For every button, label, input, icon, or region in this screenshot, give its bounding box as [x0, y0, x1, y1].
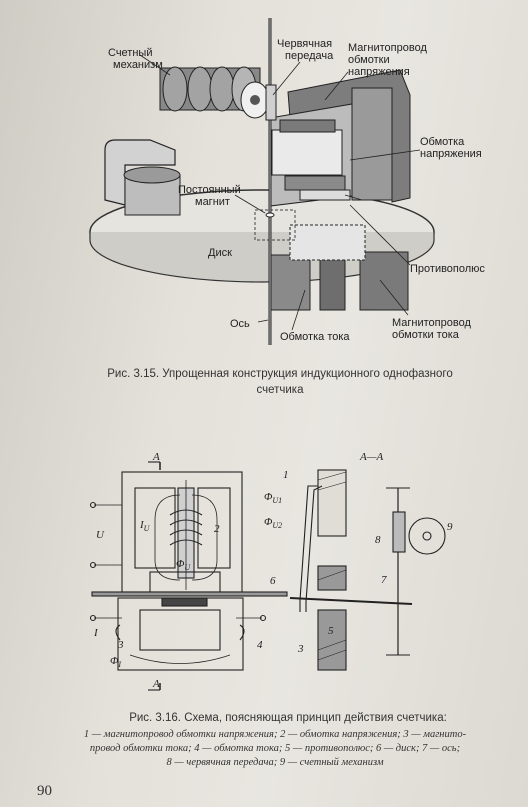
label-pole: Противополюс: [410, 263, 485, 275]
caption-fig-3-16: Рис. 3.16. Схема, поясняющая принцип дей…: [129, 712, 447, 724]
label-n6: 6: [270, 575, 276, 587]
label-n9: 9: [447, 521, 453, 533]
label-section-a-bottom: А: [152, 678, 160, 690]
label-n7: 7: [381, 574, 387, 586]
counter-drum-group: [159, 66, 270, 119]
caption-fig-3-15: Рис. 3.15. Упрощенная конструкция индукц…: [107, 368, 453, 396]
label-phi-i: ΦI: [110, 655, 121, 669]
label-n3b: 3: [297, 643, 304, 655]
label-n5: 5: [328, 625, 334, 637]
label-iu: IU: [139, 519, 151, 533]
label-n2: 2: [214, 523, 220, 535]
label-u: U: [96, 529, 105, 541]
label-axis: Ось: [230, 318, 250, 330]
page-number: 90: [37, 783, 52, 799]
label-coil-current: Обмотка тока: [280, 331, 350, 343]
label-n1: 1: [283, 469, 289, 481]
label-n8: 8: [375, 534, 381, 546]
legend-fig-3-16: 1 — магнитопровод обмотки напряжения; 2 …: [83, 729, 467, 768]
label-i: I: [93, 627, 99, 639]
label-section-aa: А—А: [359, 451, 384, 463]
label-phi-u: ΦU: [176, 558, 191, 572]
label-phi-u2: ΦU2: [264, 516, 282, 530]
label-phi-u1: ΦU1: [264, 491, 282, 505]
label-disk: Диск: [208, 247, 232, 259]
label-section-a-top: А: [152, 451, 160, 463]
label-n3: 3: [117, 639, 124, 651]
label-n4: 4: [257, 639, 263, 651]
